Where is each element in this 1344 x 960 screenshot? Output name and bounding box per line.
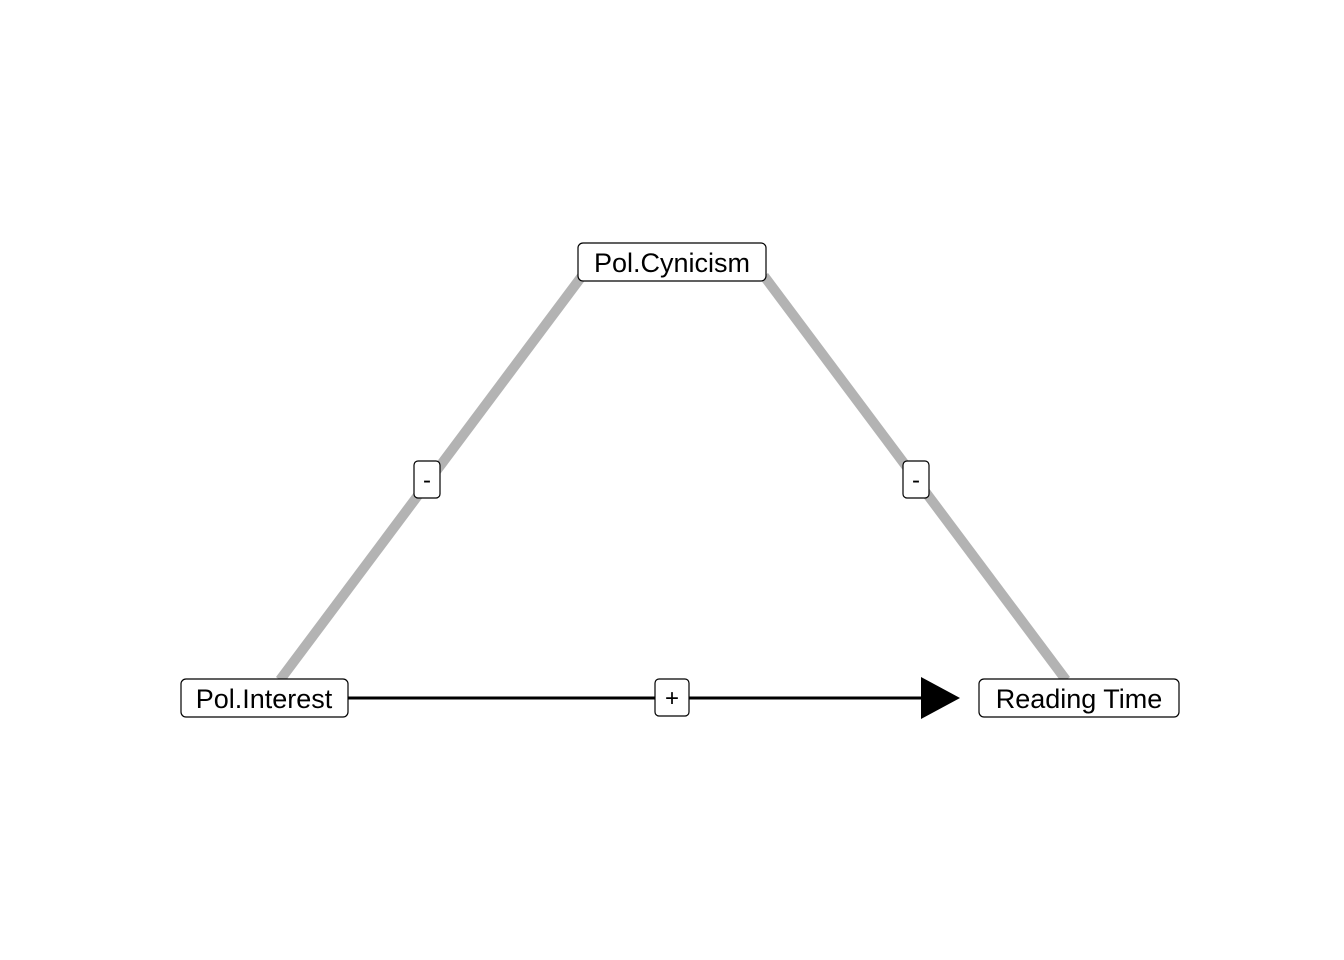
sign-text: + [665,685,679,712]
sign-text: - [423,467,431,494]
sign-label-cynicism-reading: - [902,460,930,499]
node-pol-cynicism: Pol.Cynicism [577,242,767,282]
node-label: Reading Time [996,684,1163,714]
sign-label-interest-reading: + [654,678,690,717]
arrowhead-icon [921,677,960,719]
node-label: Pol.Interest [196,684,333,714]
sign-label-interest-cynicism: - [413,460,441,499]
sign-text: - [912,467,920,494]
node-pol-interest: Pol.Interest [180,678,349,718]
node-reading-time: Reading Time [978,678,1180,718]
node-label: Pol.Cynicism [594,248,750,278]
